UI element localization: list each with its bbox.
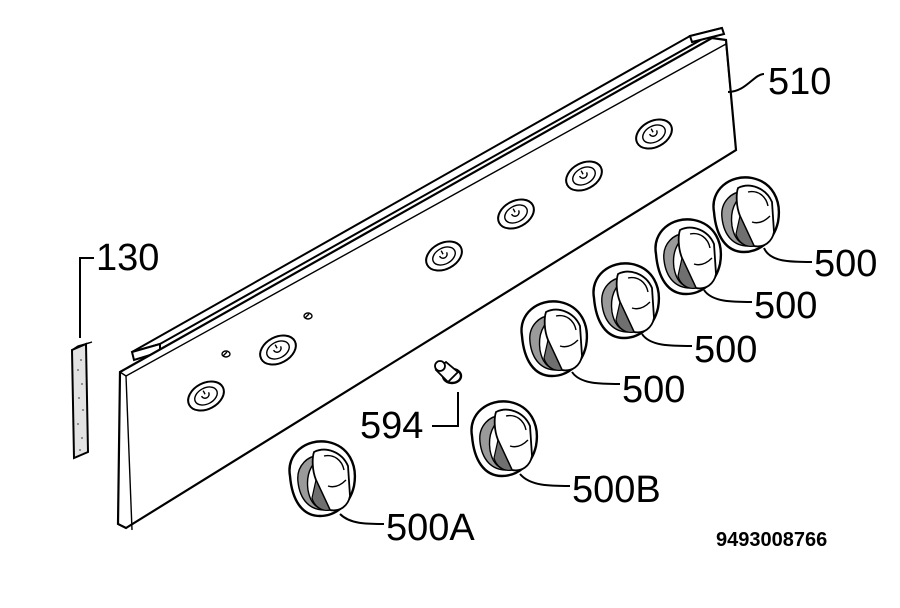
panel-knob-holes	[187, 118, 673, 412]
knob-hole	[259, 334, 297, 366]
leader-line-594	[432, 392, 459, 427]
label-500a: 500A	[386, 507, 475, 549]
label-500-1: 500	[814, 243, 877, 285]
knob-hole	[635, 118, 673, 150]
label-594: 594	[360, 405, 423, 447]
knob-hole	[187, 380, 225, 412]
leader-line-130	[79, 257, 94, 338]
label-500-2: 500	[754, 285, 817, 327]
knob-hole	[565, 160, 603, 192]
leader-line-510	[727, 73, 765, 93]
label-500-3: 500	[694, 329, 757, 371]
knob-500-1	[712, 176, 781, 254]
label-500b: 500B	[572, 469, 661, 511]
control-panel	[116, 26, 738, 531]
seal-strip	[70, 341, 93, 460]
label-130: 130	[96, 237, 159, 279]
knob-hole	[497, 198, 535, 230]
knob-500-3	[592, 262, 661, 340]
pin-part	[434, 360, 463, 385]
pin-hole	[221, 350, 231, 358]
knob-500a	[288, 440, 357, 518]
knob-500-4	[520, 300, 589, 378]
knob-500b	[470, 400, 539, 478]
knob-hole	[425, 240, 463, 272]
label-500-4: 500	[622, 369, 685, 411]
pin-hole	[303, 312, 313, 320]
label-510: 510	[768, 61, 831, 103]
leader-lines-knobs	[339, 247, 813, 525]
document-number: 9493008766	[716, 529, 827, 551]
knob-500-2	[654, 218, 723, 296]
